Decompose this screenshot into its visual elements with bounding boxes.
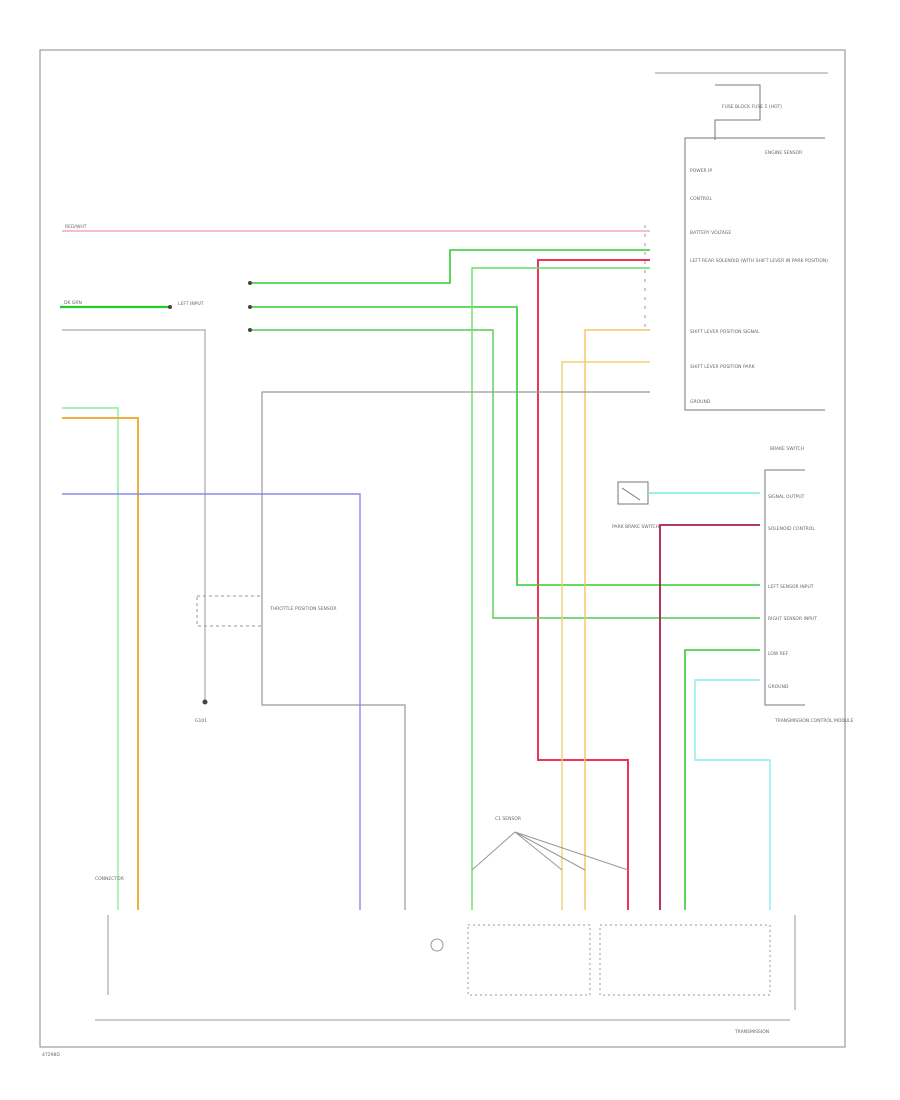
tcm-pin-4: RIGHT SENSOR INPUT xyxy=(768,616,817,622)
ecm-pin-4: LEFT REAR SOLENOID (WITH SHIFT LEVER IN … xyxy=(690,258,828,264)
fan-line-3 xyxy=(514,831,586,871)
wire-green-label: DK GRN xyxy=(64,300,82,306)
left-connector-label: LEFT INPUT xyxy=(178,301,204,307)
dot-left-green xyxy=(168,305,172,309)
center-connector-label: C1 SENSOR xyxy=(495,816,521,822)
wire-green-6 xyxy=(684,649,760,910)
fuse-ref-label: FUSE BLOCK FUSE 5 (HOT) xyxy=(722,104,782,110)
tcm-box xyxy=(764,469,805,706)
ecm-title: ENGINE SENSOR xyxy=(765,150,802,156)
fan-line-4 xyxy=(514,831,629,871)
wire-dkred xyxy=(659,524,760,910)
ecm-pin-7: GROUND xyxy=(690,399,711,405)
bottom-left-caption: CONNECTOR xyxy=(95,876,124,882)
tcm-pin-1: SIGNAL OUTPUT xyxy=(768,494,805,500)
switch-blade xyxy=(621,487,641,501)
ecm-pin-6: SHIFT LEVER POSITION PARK xyxy=(690,364,756,370)
bottom-ref-label: TRANSMISSION xyxy=(734,1029,769,1035)
ground-label: G101 xyxy=(195,718,207,724)
wire-green-5 xyxy=(471,267,650,910)
wire-gray-2 xyxy=(261,391,650,910)
wire-green-7 xyxy=(62,407,119,910)
wire-gray-1 xyxy=(62,329,206,700)
tcm-pin-2: SOLENOID CONTROL xyxy=(768,526,815,532)
wire-blue xyxy=(62,493,361,910)
wire-orange-2 xyxy=(584,329,650,910)
ecm-pin-2: CONTROL xyxy=(690,196,712,202)
park-brake-switch xyxy=(617,481,649,505)
tcm-pin-3: LEFT SENSOR INPUT xyxy=(768,584,814,590)
wire-red-label: RED/WHT xyxy=(65,224,87,230)
footer-code: 47298D xyxy=(42,1052,60,1058)
switch-bank-1 xyxy=(467,924,591,996)
diagram-frame xyxy=(39,49,846,1048)
dot-green-4 xyxy=(248,328,252,332)
dot-green-1 xyxy=(248,281,252,285)
wire-green-1 xyxy=(250,249,650,284)
wire-red-vertical xyxy=(537,259,650,910)
dot-ground xyxy=(202,699,208,705)
ecm-pin-1: POWER IP xyxy=(690,168,712,174)
bottom-fuse-symbol xyxy=(430,938,444,952)
fan-line-1 xyxy=(471,831,516,871)
tps-box xyxy=(196,595,263,627)
wire-green-3 xyxy=(250,306,760,586)
wire-orange-3 xyxy=(561,361,650,910)
dot-green-3 xyxy=(248,305,252,309)
tps-label: THROTTLE POSITION SENSOR xyxy=(269,606,336,612)
ecm-pin-5: SHIFT LEVER POSITION SIGNAL xyxy=(690,329,760,335)
fuse-ref-box xyxy=(714,84,761,140)
tcm-pin-5: LOW REF xyxy=(768,651,789,657)
tcm-caption: TRANSMISSION CONTROL MODULE xyxy=(774,718,854,724)
ecm-pin-3: BATTERY VOLTAGE xyxy=(690,230,731,236)
switch-bank-2 xyxy=(599,924,771,996)
wire-green-4 xyxy=(250,329,760,619)
tcm-title: BRAKE SWITCH xyxy=(770,446,804,452)
switch-caption: PARK BRAKE SWITCH xyxy=(612,524,659,530)
wire-cyan-2 xyxy=(694,679,771,910)
wire-orange-1 xyxy=(62,417,139,910)
fan-line-2 xyxy=(514,831,563,871)
ecm-box xyxy=(684,137,825,411)
tcm-pin-6: GROUND xyxy=(768,684,789,690)
